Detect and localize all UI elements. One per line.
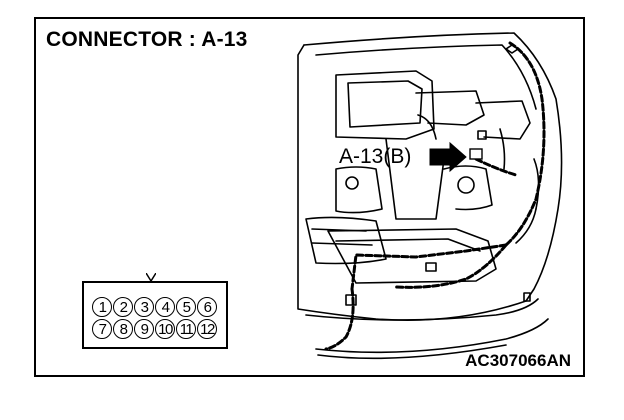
- pin: 4: [155, 297, 175, 317]
- pin: 12: [197, 319, 217, 339]
- pin: 3: [134, 297, 154, 317]
- pin: 8: [113, 319, 133, 339]
- connector-face: 1 2 3 4 5 6 7 8 9 10 11 12: [82, 273, 228, 349]
- figure-code: AC307066AN: [465, 351, 571, 370]
- pin: 6: [197, 297, 217, 317]
- pin: 7: [92, 319, 112, 339]
- connector-a13-marker: [469, 148, 483, 160]
- connector-callout-label: A-13(B): [339, 145, 412, 168]
- pin: 2: [113, 297, 133, 317]
- pin: 9: [134, 319, 154, 339]
- diagram-frame: CONNECTOR : A-13: [34, 17, 585, 377]
- callout-arrow: [429, 141, 467, 173]
- pin: 5: [176, 297, 196, 317]
- connector-lock-icon: [146, 273, 156, 283]
- pin: 1: [92, 297, 112, 317]
- pin: 10: [155, 319, 175, 339]
- connector-title: CONNECTOR : A-13: [46, 28, 248, 51]
- pin-row-top: 1 2 3 4 5 6: [92, 297, 217, 317]
- engine-bay-drawing: [297, 32, 563, 360]
- pin-row-bottom: 7 8 9 10 11 12: [92, 319, 217, 339]
- pin: 11: [176, 319, 196, 339]
